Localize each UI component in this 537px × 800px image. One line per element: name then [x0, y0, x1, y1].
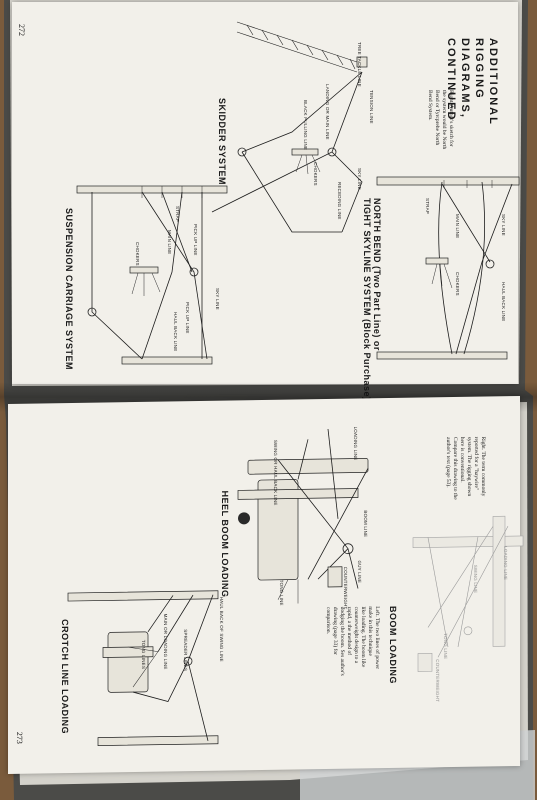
label-haul-back-line: HAUL BACK LINE [501, 282, 506, 322]
heading-line: DIAGRAMS, [459, 38, 471, 119]
caption-line: Compare this drawing to the [452, 436, 458, 500]
label-guy-line: GUY LINE [357, 560, 362, 584]
label-tong-line: TONG LINE [279, 579, 284, 606]
caption-boom-loading-text: Left. The two lines of power make in thi… [324, 606, 380, 687]
label-main-line-suspension: MAIN LINE [167, 230, 172, 255]
ghost-label-counterweight: COUNTERWEIGHT [435, 659, 440, 703]
ghost-label-loading-line: LOADING LINE [503, 546, 508, 581]
caption-line: NORTH BEND (Two Part Line) or [372, 198, 382, 351]
caption-line: Bend System. [427, 90, 433, 121]
label-pick-up-line-2: PICK UP LINE [185, 302, 190, 334]
caption-line: counterweight design to a [353, 606, 359, 664]
heading-line: RIGGING [473, 38, 485, 100]
caption-line: Bend or Tyrcprehe North [434, 90, 440, 146]
right-page-number: 273 [15, 731, 24, 744]
caption-author-sketch: Right. Author's sketch for the system wo… [426, 90, 454, 160]
caption-haywire: Right. The term commonly reported for a … [444, 437, 486, 518]
caption-line: rapid, a the method of [346, 606, 352, 656]
label-main-line: MAIN LINE [455, 214, 460, 239]
caption-line: Right. The term commonly [480, 436, 486, 497]
caption-line: reported for a "haywire" [473, 436, 479, 491]
caption-line: system. The rigging shown [466, 436, 472, 497]
caption-north-bend: NORTH BEND (Two Part Line) or TIGHT SKYL… [362, 198, 382, 401]
caption-crotch-line: CROTCH LINE LOADING [60, 619, 70, 735]
heading-line: ADDITIONAL [487, 38, 499, 126]
label-haul-back-of-swing-line: HAUL BACK OF SWING LINE [219, 596, 224, 662]
label-loading-line: LOADING LINE [353, 426, 358, 461]
caption-line: Right. Author's sketch for [448, 90, 454, 147]
label-black-pulling-line: BLACK PULLING LINE [303, 100, 308, 151]
label-sky-line: SKY LINE [501, 214, 506, 236]
label-chokers-suspension: CHOKERS [135, 242, 140, 266]
caption-heel-boom: HEEL BOOM LOADING [220, 490, 230, 598]
ghost-label-tong-line: TONG LINE [443, 633, 448, 660]
right-page: 273 Right. The term commonly reported fo… [8, 395, 524, 775]
label-boom-line: BOOM LINE [363, 510, 368, 538]
ghost-label-swing-line: SWING LINE [473, 564, 478, 594]
caption-line: TIGHT SKYLINE SYSTEM (Block Purchase) [362, 198, 372, 401]
caption-line: comparison. [325, 606, 331, 635]
label-tree-tackle-line: TREE TACKLE LINE [357, 42, 362, 87]
caption-line: author's text (page 53). [445, 437, 451, 488]
caption-boom-loading: BOOM LOADING [388, 605, 398, 685]
label-strap: STRAP [425, 198, 430, 215]
boom-loading-ghost [412, 515, 524, 672]
left-page: 272 ADDITIONAL RIGGING DIAGRAMS, CONTINU… [12, 2, 520, 401]
right-page-diagrams [67, 428, 524, 746]
label-sky-line-suspension: SKY LINE [215, 288, 220, 310]
label-tong-lines: TONG LINES [141, 639, 146, 670]
label-counterweight: COUNTERWEIGHT [343, 566, 348, 610]
left-page-number: 272 [17, 24, 26, 36]
caption-line: like loading. The boom like [360, 606, 366, 668]
caption-line: Left. The two lines of power [374, 606, 380, 670]
caption-line: dodging the boom. Ses author's [339, 606, 345, 676]
skidder-tower [236, 21, 358, 73]
caption-line: here is conventional. [459, 436, 465, 483]
label-sky-line-skidder: SKY LINE [357, 168, 362, 190]
left-page-diagrams [76, 21, 520, 365]
label-pick-up-line: PICK UP LINE [193, 224, 198, 256]
label-chokers-skidder: CHOKERS [313, 162, 318, 186]
caption-skidder: SKIDDER SYSTEM [217, 98, 227, 186]
label-receding-line: RECEDING LINE [337, 182, 342, 220]
label-haul-back-line-suspension: HAUL BACK LINE [173, 312, 178, 352]
label-landing-or-main-line: LANDING OR MAIN LINE [325, 84, 330, 140]
label-swing-or-haul-back-line: SWING OR HAUL BACK LINE [273, 439, 278, 506]
caption-line: the system would be North [441, 90, 447, 150]
label-main-or-loading-line: MAIN OR LOADING LINE [163, 613, 168, 670]
caption-line: make in this technique [367, 606, 373, 657]
label-spreader-lines: SPREADER LINES [183, 629, 188, 672]
caption-suspension: SUSPENSION CARRIAGE SYSTEM [64, 208, 74, 371]
caption-line: drawing (page 33) for [332, 606, 338, 656]
label-strap-suspension: STRAP [175, 206, 180, 223]
label-chokers: CHOKERS [455, 272, 460, 296]
label-tension-line: TENSION LINE [369, 90, 374, 124]
